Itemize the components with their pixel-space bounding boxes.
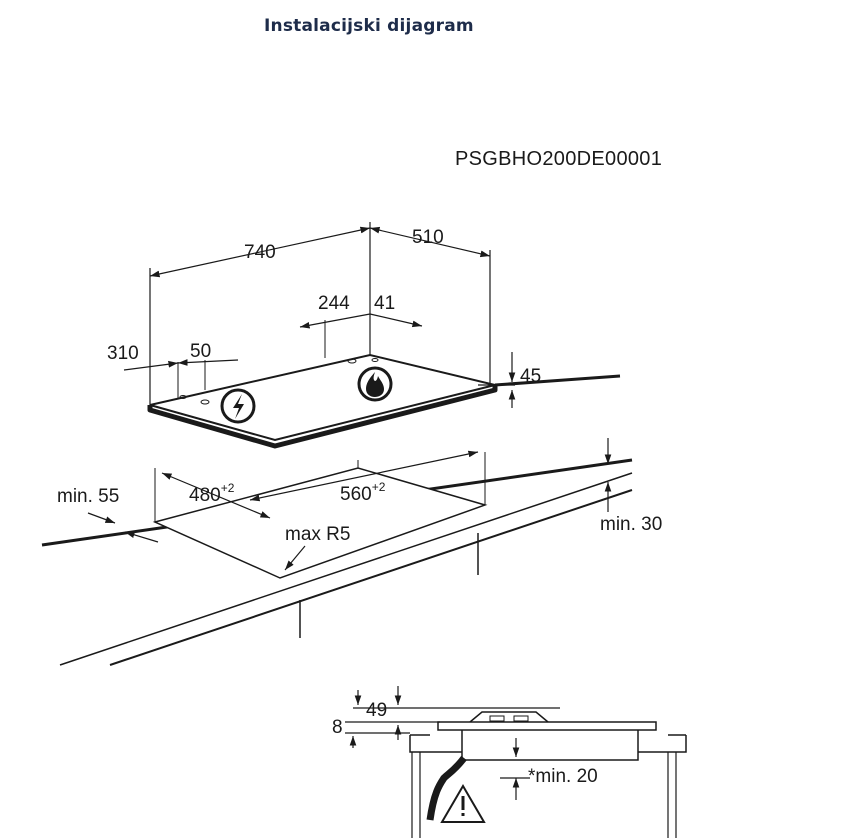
dim-min-20: *min. 20 [528,766,598,787]
dim-8: 8 [332,717,343,738]
dim-50: 50 [190,341,211,362]
product-code: PSGBHO200DE00001 [455,148,662,170]
hob-outline [147,316,498,449]
dim-510: 510 [412,227,444,248]
section-view [409,711,687,838]
dim-310: 310 [107,343,139,364]
section-dimension-labels: 49 8 *min. 20 [332,700,598,787]
cutout-outline [152,452,488,579]
dim-49: 49 [366,700,387,721]
dim-244: 244 [318,293,350,314]
dimension-labels: 740 510 244 41 310 50 45 480+2 560+2 min… [57,227,662,545]
gas-flame-icon [357,366,393,402]
dim-45: 45 [520,366,541,387]
electric-connection-icon [220,388,256,424]
dim-max-r5: max R5 [285,524,350,545]
warning-icon [440,784,486,823]
section-dimension-lines [345,686,560,800]
dim-560: 560+2 [340,480,386,505]
dimension-lines [87,222,612,571]
dim-480: 480+2 [189,481,235,506]
hob-holes [179,358,379,405]
dim-740: 740 [244,242,276,263]
dim-min-55: min. 55 [57,486,119,507]
page-title: Instalacijski dijagram [264,16,474,36]
dim-min-30: min. 30 [600,514,662,535]
dim-41: 41 [374,293,395,314]
